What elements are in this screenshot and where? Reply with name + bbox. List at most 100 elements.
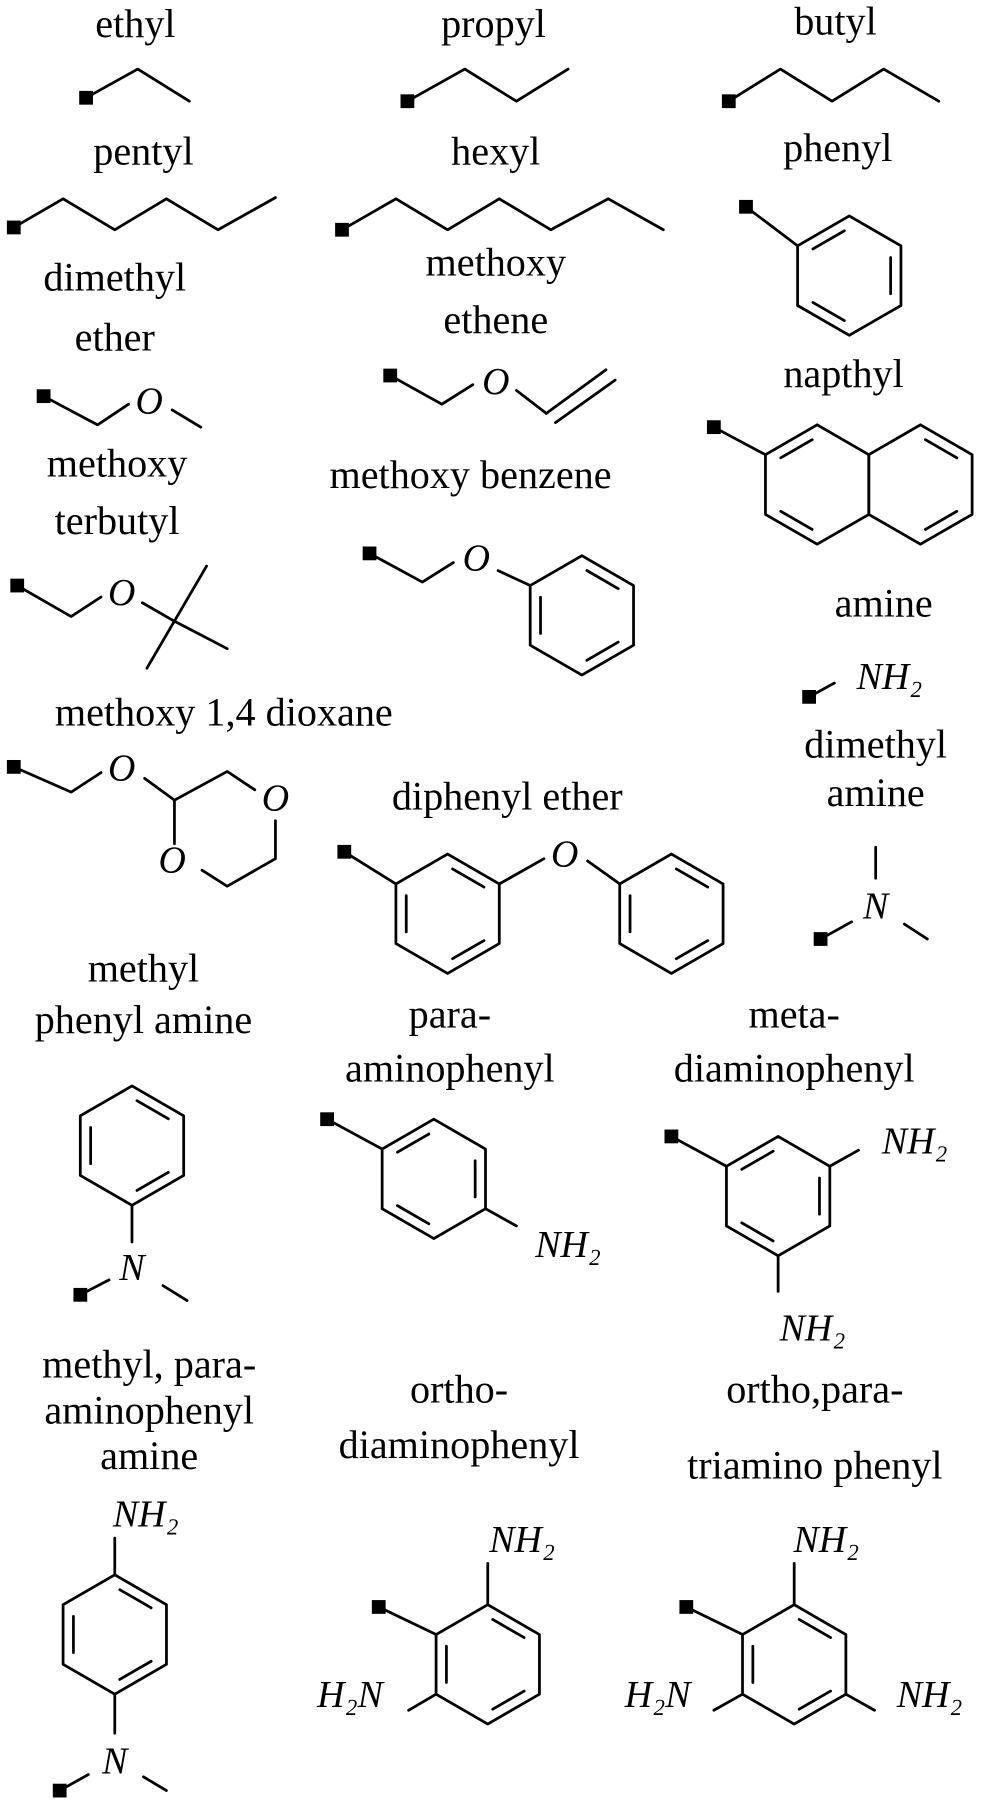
bond: [544, 368, 608, 415]
double-bond: [396, 1132, 431, 1154]
bond: [42, 394, 130, 427]
atom-label: N: [101, 1740, 130, 1782]
bond: [844, 1692, 876, 1712]
molecule-name: para-: [409, 991, 491, 1036]
bond: [484, 1207, 518, 1228]
bond: [342, 850, 398, 886]
molecule-name: hexyl: [451, 128, 540, 173]
double-bond: [924, 509, 959, 531]
double-bond: [585, 640, 620, 662]
double-bond: [740, 1149, 775, 1171]
molecule-name: ethene: [443, 297, 548, 342]
atom-label: NH₂: [881, 1121, 948, 1163]
molecule-name: ortho,para-: [726, 1367, 903, 1412]
atom-label: O: [136, 380, 163, 422]
molecule-name: ortho-: [410, 1367, 508, 1412]
bond: [727, 67, 941, 103]
atom-label: O: [262, 777, 289, 819]
atom-label: O: [463, 538, 490, 580]
bond: [515, 389, 548, 415]
bond: [58, 1773, 90, 1792]
molecule-name: amine: [827, 770, 925, 815]
molecule-name: diaminophenyl: [339, 1422, 580, 1467]
double-bond: [797, 1618, 832, 1639]
double-bond: [674, 939, 710, 961]
bond: [434, 1603, 541, 1726]
bond: [807, 681, 836, 699]
bond: [554, 378, 617, 424]
double-bond: [779, 509, 814, 531]
molecule-ethyl: ethyl: [79, 1, 191, 105]
atom-label: H₂N: [316, 1674, 386, 1716]
atom-label: NH₂: [896, 1674, 963, 1716]
double-bond: [924, 438, 959, 460]
molecule-name: aminophenyl: [44, 1387, 254, 1432]
molecule-name: dimethyl: [804, 722, 947, 767]
molecule-name: ether: [75, 314, 156, 359]
bond: [145, 564, 208, 670]
molecule-napthyl: napthyl: [706, 351, 974, 546]
double-bond: [491, 1689, 526, 1711]
bond: [712, 1692, 744, 1712]
molecule-name: meta-: [748, 991, 839, 1036]
bond: [340, 197, 665, 232]
molecule-name: ethyl: [95, 1, 175, 46]
bond: [497, 857, 546, 886]
molecule-name: amine: [835, 581, 933, 626]
double-bond: [797, 1689, 832, 1711]
molecule-name: amine: [100, 1433, 198, 1478]
double-bond: [118, 1588, 153, 1610]
bond: [61, 1573, 168, 1696]
atom-label: NH₂: [792, 1519, 859, 1561]
double-bond: [811, 301, 846, 322]
molecule-name: napthyl: [783, 351, 903, 396]
bond: [796, 214, 903, 337]
bond: [12, 765, 103, 794]
atom-label: NH₂: [534, 1224, 601, 1266]
molecule-name: phenyl amine: [35, 997, 252, 1042]
bond: [867, 423, 974, 546]
bond: [368, 552, 455, 584]
double-bond: [779, 438, 814, 460]
double-bond: [585, 569, 620, 591]
bond: [140, 601, 229, 651]
molecule-name: diaminophenyl: [674, 1045, 915, 1090]
bond: [78, 1084, 186, 1207]
atom-label: O: [108, 748, 135, 790]
bond: [142, 1775, 168, 1792]
molecule-name: propyl: [441, 1, 546, 46]
double-bond: [451, 867, 486, 889]
bond: [161, 1284, 189, 1302]
bond: [388, 374, 475, 406]
atom-label: NH₂: [856, 656, 923, 698]
double-bond: [118, 1659, 153, 1681]
double-bond: [451, 939, 486, 961]
bond: [741, 1603, 848, 1726]
double-bond: [491, 1618, 526, 1639]
molecule-name: diphenyl ether: [392, 773, 623, 818]
molecule-name: methyl: [88, 945, 200, 990]
bond: [406, 67, 570, 103]
atom-label: O: [482, 361, 509, 403]
atom-label: H₂N: [624, 1674, 694, 1716]
molecule-name: terbutyl: [55, 498, 180, 543]
molecule-butyl: butyl: [721, 0, 941, 109]
atom-label: O: [551, 834, 578, 876]
atom-label: O: [158, 839, 185, 881]
molecule-name: butyl: [794, 0, 877, 44]
molecule-name: dimethyl: [43, 255, 186, 300]
bond: [496, 569, 532, 587]
bond: [586, 859, 622, 886]
molecule-propyl: propyl: [400, 1, 570, 109]
molecule-phenyl: phenyl: [739, 125, 903, 337]
